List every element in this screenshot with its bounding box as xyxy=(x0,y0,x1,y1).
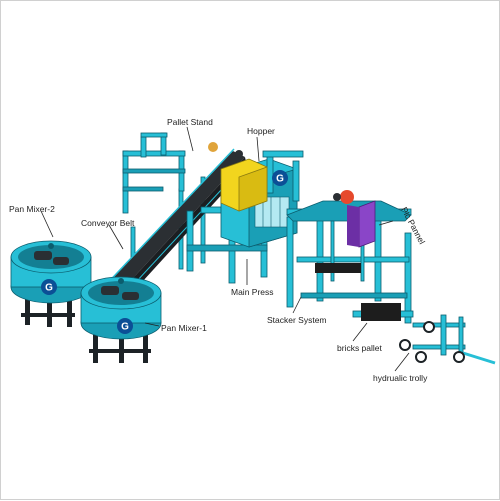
label-pallet-stand: Pallet Stand xyxy=(167,117,213,127)
label-conveyor-belt: Conveyor Belt xyxy=(81,218,135,228)
g-logo-icon xyxy=(41,279,57,295)
plc-panel xyxy=(333,190,376,248)
pallet-stand xyxy=(122,132,186,214)
g-logo-icon xyxy=(272,170,288,186)
label-plc-pannel: Plc Pannel xyxy=(399,205,427,246)
hopper xyxy=(208,142,268,212)
label-hopper: Hopper xyxy=(247,126,275,136)
bricks-pallet-slab xyxy=(361,303,401,321)
label-bricks-pallet: bricks pallet xyxy=(337,343,383,353)
label-main-press: Main Press xyxy=(231,287,274,297)
pan-mixer-2: G xyxy=(10,240,92,327)
g-logo-icon xyxy=(117,318,133,334)
logo-letter: G xyxy=(45,283,53,294)
logo-letter: G xyxy=(276,174,284,185)
label-stacker-system: Stacker System xyxy=(267,315,327,325)
hydraulic-trolly xyxy=(399,314,496,365)
leader-lines xyxy=(40,126,410,372)
pan-mixer-1: G xyxy=(80,276,162,363)
label-hydraulic-trolly: hydrualic trolly xyxy=(373,373,428,383)
logo-letter: G xyxy=(121,322,129,333)
label-pan-mixer-1: Pan Mixer-1 xyxy=(161,323,207,333)
label-pan-mixer-2: Pan Mixer-2 xyxy=(9,204,55,214)
